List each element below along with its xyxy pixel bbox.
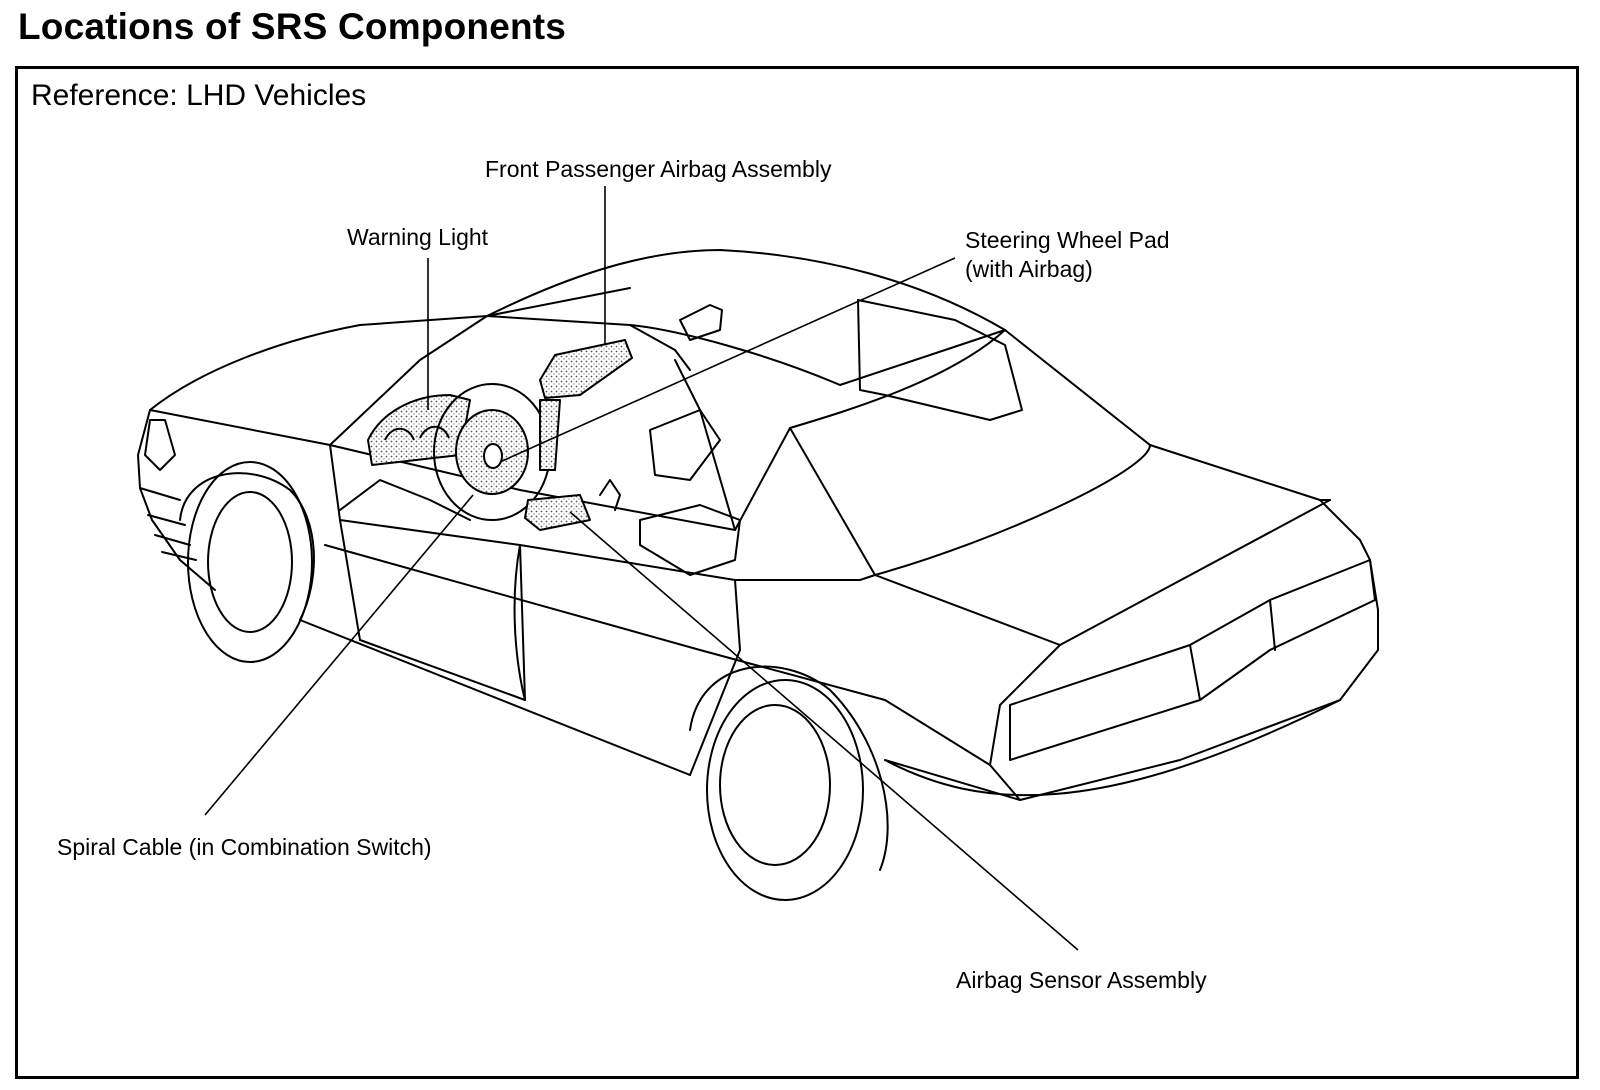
- quarter-panel: [734, 574, 876, 581]
- grille-lines: [139, 487, 197, 561]
- front-wheel-rim: [207, 491, 293, 633]
- label-spiral-cable: Spiral Cable (in Combination Switch): [57, 834, 432, 860]
- leader-airbag-sensor: [569, 511, 1079, 951]
- label-warning-light: Warning Light: [347, 224, 489, 250]
- body-beltline: [699, 649, 991, 766]
- label-steering-wheel-pad-line2: (with Airbag): [965, 256, 1093, 282]
- rear-door: [519, 544, 741, 776]
- front-door: [339, 519, 526, 701]
- shift-lever: [599, 479, 621, 511]
- rear-divider: [1189, 599, 1276, 701]
- reference-note: Reference: LHD Vehicles: [31, 79, 367, 112]
- rear-top: [1149, 444, 1331, 501]
- side-mirror: [679, 304, 723, 341]
- srs-components: [367, 339, 633, 531]
- door-window-line: [329, 427, 791, 531]
- trunk-lid: [789, 427, 1151, 576]
- front-wheel-arch: [179, 472, 315, 621]
- dash-interior: [339, 479, 471, 521]
- rear-wheel-arch: [689, 665, 889, 871]
- roof-rail: [629, 324, 1006, 386]
- rear-wheel-rim: [719, 704, 831, 866]
- rear-wheel-tire: [706, 679, 864, 901]
- seat-back: [649, 409, 721, 481]
- rear-window: [857, 299, 1023, 421]
- leader-lines: [204, 186, 1079, 951]
- car-outline: [137, 249, 1379, 901]
- gauge-1: [384, 427, 415, 441]
- rear-panel: [989, 644, 1061, 766]
- a-pillar: [329, 444, 361, 641]
- rear-right-corner: [1319, 499, 1371, 561]
- rear-lower: [884, 699, 1341, 801]
- rear-lights: [1009, 559, 1376, 761]
- gauge-2: [419, 425, 450, 439]
- rear-door-seam: [513, 544, 526, 701]
- passenger-airbag-module: [539, 339, 633, 399]
- front-wheel-tire: [187, 461, 313, 663]
- page-title: Locations of SRS Components: [18, 6, 567, 47]
- rocker-panel: [299, 619, 691, 776]
- b-pillar: [674, 359, 736, 531]
- leader-steering-wheel-pad: [499, 257, 956, 463]
- leader-spiral-cable: [204, 494, 474, 816]
- instrument-cluster: [367, 394, 471, 466]
- roof: [486, 249, 1006, 331]
- steering-wheel-hub: [483, 443, 503, 469]
- hood-front-edge: [149, 409, 331, 446]
- headlight: [144, 419, 176, 471]
- car-hood: [149, 287, 631, 411]
- side-crease: [324, 544, 701, 651]
- rear-bumper: [989, 559, 1379, 801]
- front-bumper: [137, 409, 216, 591]
- airbag-bracket: [539, 399, 561, 471]
- windshield: [329, 315, 691, 446]
- c-pillar: [789, 329, 1151, 446]
- label-steering-wheel-pad-line1: Steering Wheel Pad: [965, 227, 1170, 253]
- front-seat: [639, 504, 741, 576]
- trunk-edge: [874, 499, 1331, 646]
- airbag-sensor-box: [524, 494, 591, 531]
- diagram-frame: [15, 66, 1579, 1079]
- label-front-passenger-airbag: Front Passenger Airbag Assembly: [485, 156, 832, 182]
- label-airbag-sensor: Airbag Sensor Assembly: [956, 967, 1207, 993]
